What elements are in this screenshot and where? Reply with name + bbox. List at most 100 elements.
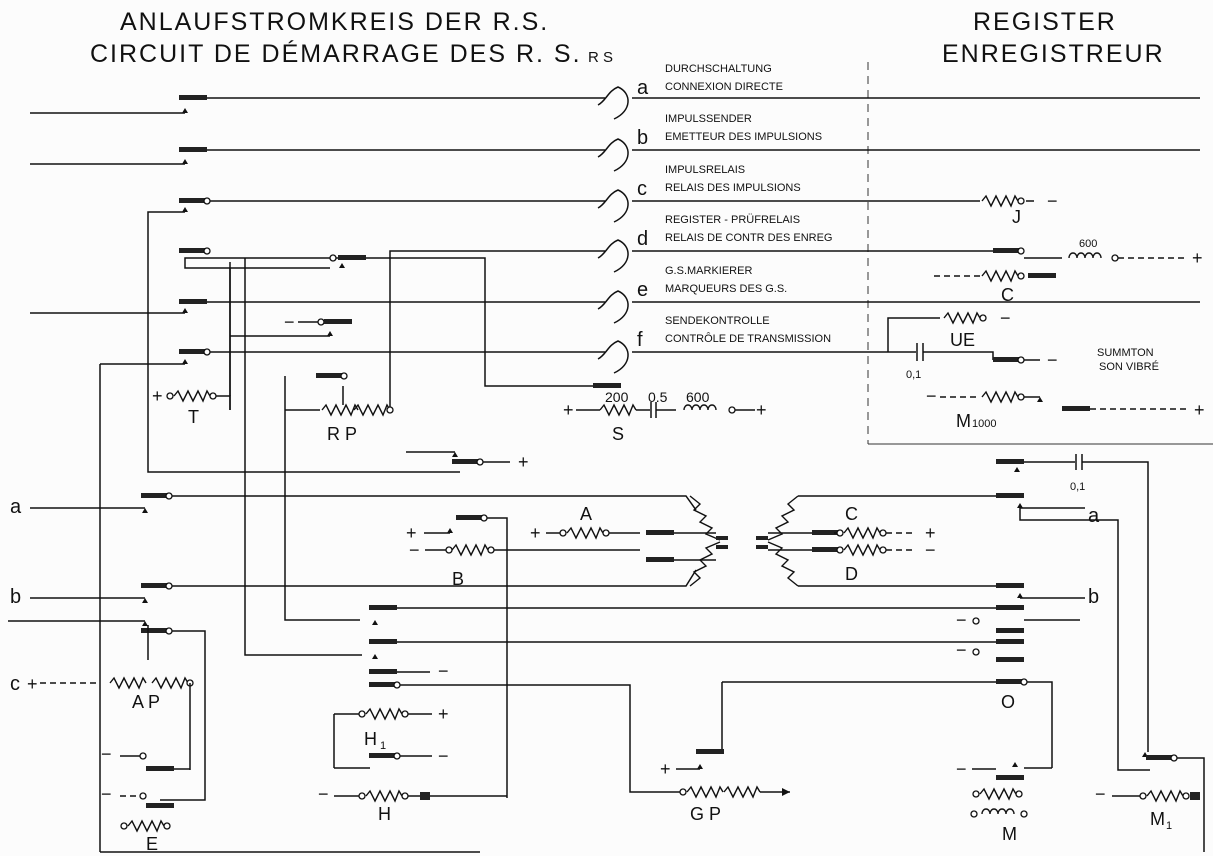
- label-s: S: [612, 424, 624, 444]
- line-f: [99, 312, 1040, 852]
- minus-j: −: [1047, 191, 1058, 211]
- label-m1-sub: 1: [1166, 820, 1172, 832]
- minus-m1: −: [1095, 784, 1106, 804]
- relays-ab: + − B + A: [406, 495, 799, 798]
- line-a-letter: a: [637, 77, 649, 99]
- cap-01-mid: 0,1: [1070, 481, 1085, 493]
- line-d-de: REGISTER - PRÜFRELAIS: [665, 214, 800, 226]
- line-f-letter: f: [637, 329, 643, 351]
- minus-h1: −: [438, 746, 449, 766]
- label-summton: SUMMTON: [1097, 347, 1154, 359]
- minus-ladder-r1: −: [956, 610, 967, 630]
- plus-m1000: +: [1194, 400, 1205, 420]
- terminal-b-right: b: [1088, 586, 1099, 608]
- label-gp: G P: [690, 804, 721, 824]
- register-components: − J + C − UE 0,1 − SUMMTON SON VIBRÉ − M…: [906, 191, 1205, 431]
- title-circuit-french: CIRCUIT DE DÉMARRAGE DES R. S.: [90, 40, 582, 68]
- line-labels: a DURCHSCHALTUNG CONNEXION DIRECTE b IMP…: [637, 63, 832, 351]
- switch-460: +: [406, 451, 529, 472]
- line-b-letter: b: [637, 127, 648, 149]
- label-c-top: C: [1001, 285, 1014, 305]
- label-ap: A P: [132, 692, 160, 712]
- label-d: D: [845, 564, 858, 584]
- terminal-b-left: b: [10, 586, 21, 608]
- minus-m: −: [956, 759, 967, 779]
- s-coil-label: 600: [686, 389, 710, 405]
- plus-c-left: +: [27, 674, 38, 694]
- plus-c-mid: +: [925, 523, 936, 543]
- line-e: [30, 270, 1200, 324]
- minus-ue: −: [1000, 308, 1011, 328]
- label-rp: R P: [327, 424, 357, 444]
- terminal-a-right: a: [1088, 505, 1100, 527]
- label-h1: H: [364, 729, 377, 749]
- plus-460: +: [518, 452, 529, 472]
- minus-h: −: [318, 784, 329, 804]
- label-son-vibre: SON VIBRÉ: [1099, 360, 1159, 373]
- label-t: T: [188, 407, 199, 427]
- label-j: J: [1012, 207, 1021, 227]
- plus-600: +: [1192, 248, 1203, 268]
- minus-b: −: [409, 540, 420, 560]
- relay-rp: R P −: [230, 258, 394, 656]
- coil-600-label: 600: [1079, 238, 1097, 250]
- label-o: O: [1001, 692, 1015, 712]
- cap-01-top: 0,1: [906, 369, 921, 381]
- line-a: [30, 86, 1200, 120]
- line-e-letter: e: [637, 279, 648, 301]
- label-a: A: [580, 504, 592, 524]
- relays-m: − M − M 1: [956, 754, 1205, 852]
- terminal-c-left: c: [10, 673, 20, 695]
- line-a-fr: CONNEXION DIRECTE: [665, 81, 783, 93]
- plus-s-left: +: [563, 400, 574, 420]
- label-m1000-sub: 1000: [972, 418, 996, 430]
- minus-ladder: −: [438, 661, 449, 681]
- minus-d: −: [925, 540, 936, 560]
- lower-left: a b c + A P − −: [8, 492, 697, 854]
- rs-label: R S: [588, 49, 613, 66]
- line-d-fr: RELAIS DE CONTR DES ENREG: [665, 232, 832, 244]
- minus-summton: −: [1047, 350, 1058, 370]
- terminal-a-left: a: [10, 496, 22, 518]
- label-e: E: [146, 834, 158, 854]
- line-b: [30, 138, 1200, 172]
- plus-gp: +: [660, 759, 671, 779]
- line-c: [147, 189, 1034, 473]
- label-c-mid: C: [845, 504, 858, 524]
- label-h1-sub: 1: [380, 740, 386, 752]
- line-c-letter: c: [637, 178, 647, 200]
- plus-b-top: +: [406, 523, 417, 543]
- minus-ap: −: [101, 744, 112, 764]
- plus-s-right: +: [756, 400, 767, 420]
- s-res-label: 200: [605, 389, 629, 405]
- line-d: 600: [179, 238, 1188, 410]
- relays-cd: + C − D a b 0,1: [768, 454, 1150, 771]
- line-e-de: G.S.MARKIERER: [665, 265, 752, 277]
- label-ue: UE: [950, 330, 975, 350]
- minus-e: −: [101, 784, 112, 804]
- label-b: B: [452, 569, 464, 589]
- line-f-fr: CONTRÔLE DE TRANSMISSION: [665, 332, 831, 345]
- plus-t: +: [152, 386, 163, 406]
- minus-rp: −: [284, 312, 295, 332]
- line-e-fr: MARQUEURS DES G.S.: [665, 283, 787, 295]
- label-m1000: M: [956, 411, 971, 431]
- title-circuit-german: ANLAUFSTROMKREIS DER R.S.: [120, 8, 550, 36]
- title-register-german: REGISTER: [973, 8, 1117, 36]
- title-register-french: ENREGISTREUR: [942, 40, 1165, 68]
- minus-m1000: −: [926, 386, 937, 406]
- label-m: M: [1002, 824, 1017, 844]
- minus-ladder-r2: −: [956, 640, 967, 660]
- relay-s: + + 200 0.5 600 S: [563, 389, 767, 444]
- label-h: H: [378, 804, 391, 824]
- relay-t: + T: [152, 268, 231, 427]
- line-c-fr: RELAIS DES IMPULSIONS: [665, 182, 801, 194]
- relays-h: + H 1 − − H: [318, 704, 507, 824]
- line-b-de: IMPULSSENDER: [665, 113, 752, 125]
- line-c-de: IMPULSRELAIS: [665, 164, 745, 176]
- line-b-fr: EMETTEUR DES IMPULSIONS: [665, 131, 822, 143]
- label-m1: M: [1150, 809, 1165, 829]
- line-f-de: SENDEKONTROLLE: [665, 315, 770, 327]
